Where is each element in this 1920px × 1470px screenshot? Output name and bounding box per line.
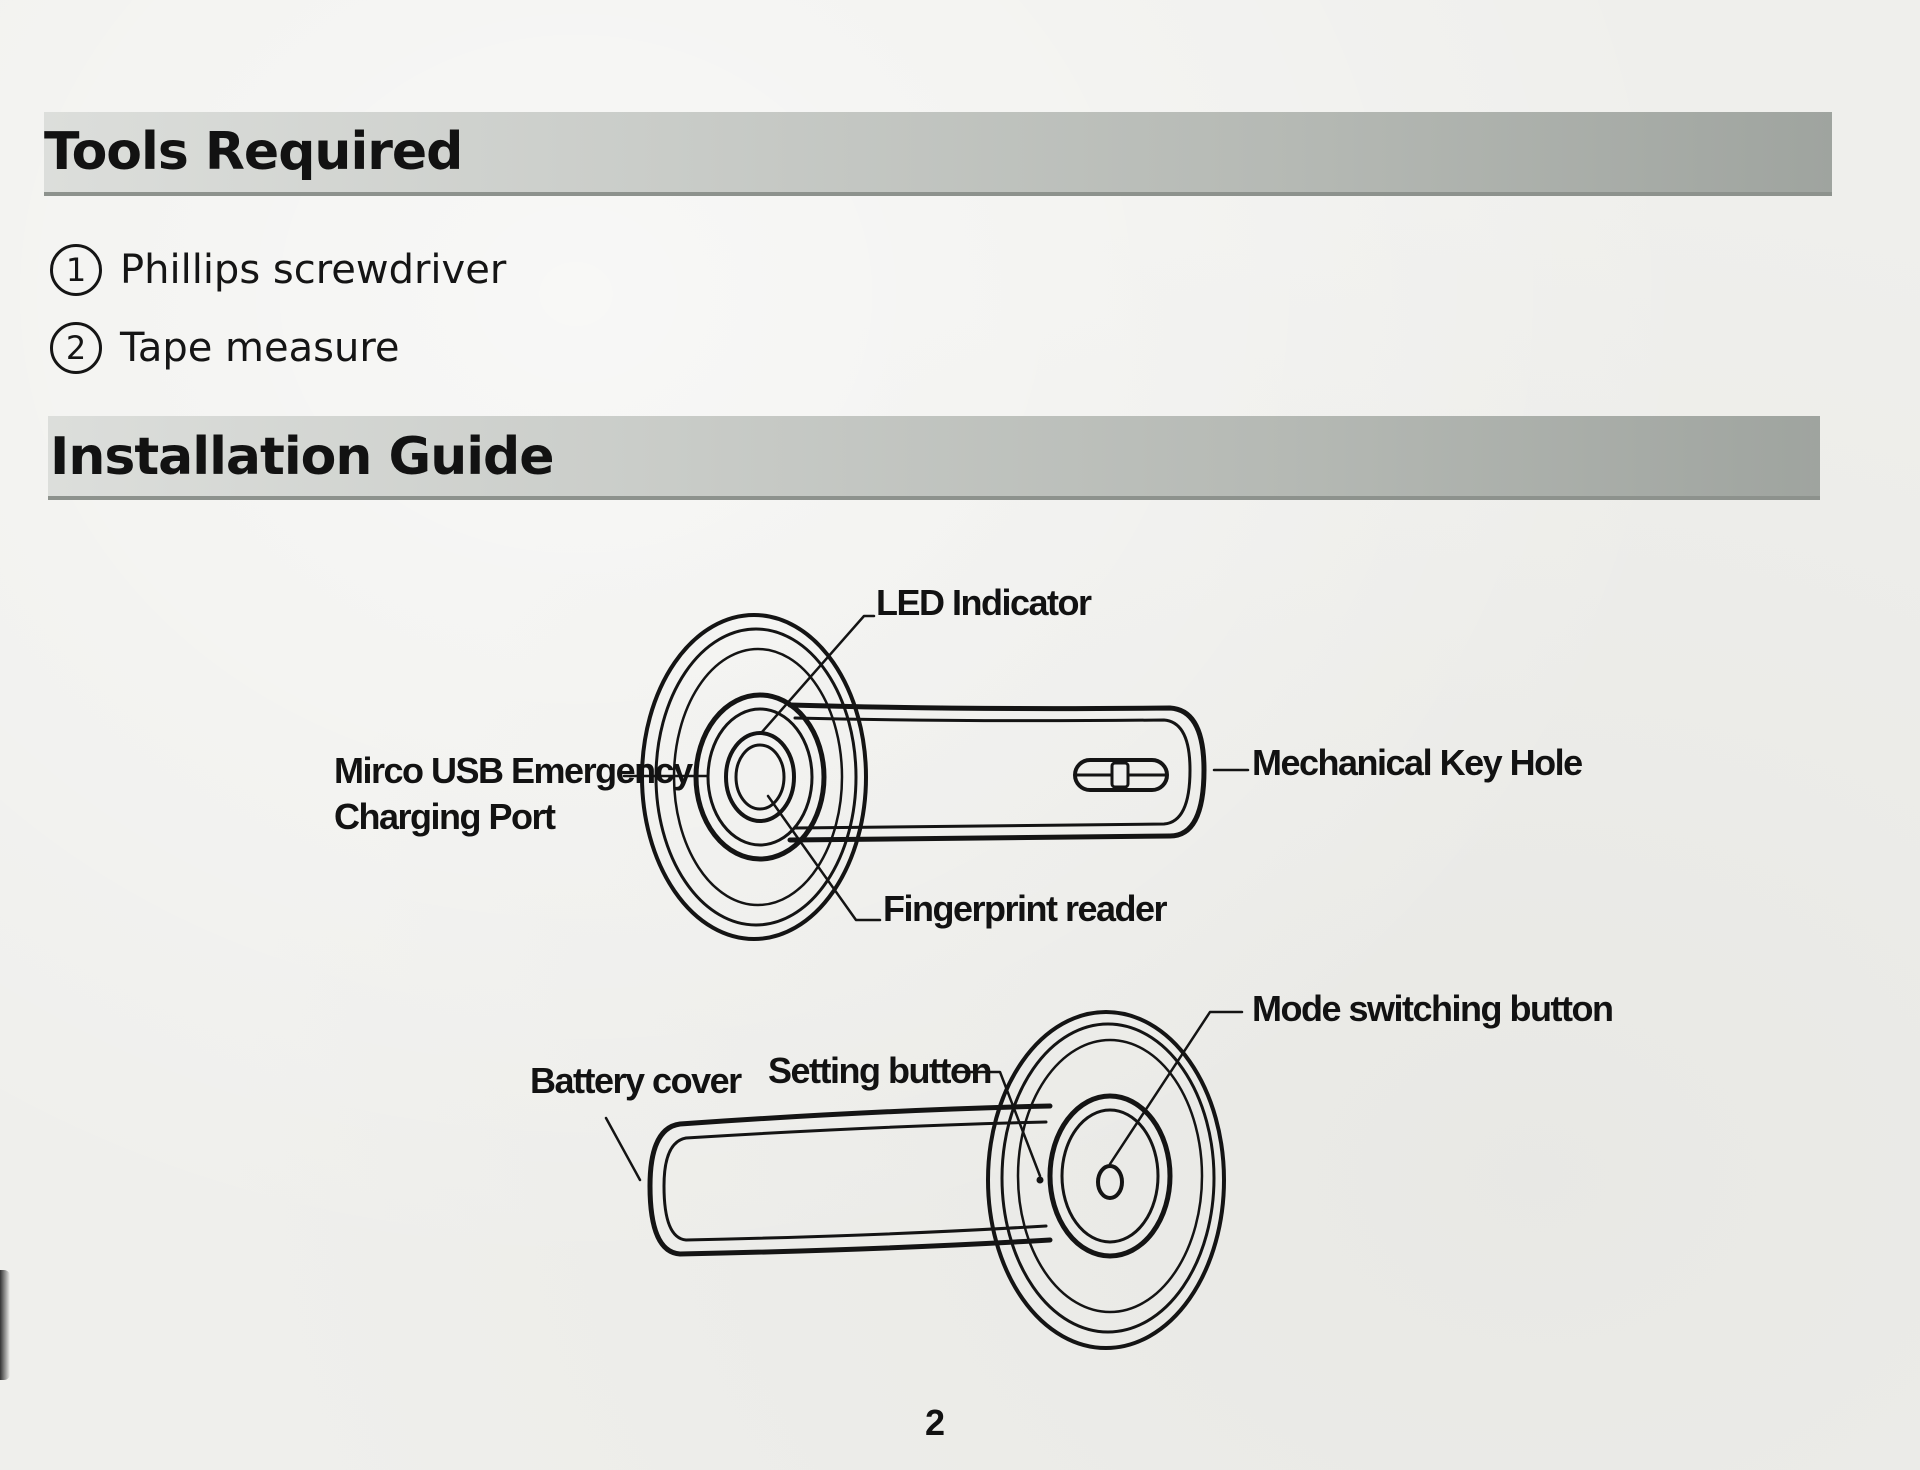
key-hole-label: Mechanical Key Hole (1252, 742, 1583, 783)
circled-number-1: 1 (50, 244, 102, 296)
tools-required-title: Tools Required (44, 122, 463, 182)
fingerprint-reader-label: Fingerprint reader (883, 888, 1168, 929)
tool-item-tape-measure: 2 Tape measure (50, 320, 400, 376)
installation-guide-header-bar (48, 416, 1820, 500)
tool-item-screwdriver: 1 Phillips screwdriver (50, 242, 506, 298)
mode-switching-button-label: Mode switching button (1252, 988, 1614, 1029)
tool-item-label: Phillips screwdriver (120, 247, 507, 293)
back-lock-illustration (647, 1010, 1226, 1350)
tools-required-header-bar (44, 112, 1832, 196)
circled-number-2: 2 (50, 322, 102, 374)
usb-port-label-line2: Charging Port (334, 796, 556, 837)
binding-shadow (0, 1270, 10, 1380)
tool-item-label: Tape measure (120, 325, 400, 371)
back-leader-lines (604, 1010, 1244, 1182)
usb-port-label-line1: Mirco USB Emergency (334, 750, 693, 791)
setting-button-label: Setting button (768, 1050, 992, 1091)
installation-guide-title: Installation Guide (50, 427, 555, 487)
led-indicator-label: LED Indicator (876, 582, 1092, 623)
battery-cover-label: Battery cover (530, 1060, 742, 1101)
page-number: 2 (924, 1402, 946, 1443)
front-leader-lines (622, 614, 1250, 922)
